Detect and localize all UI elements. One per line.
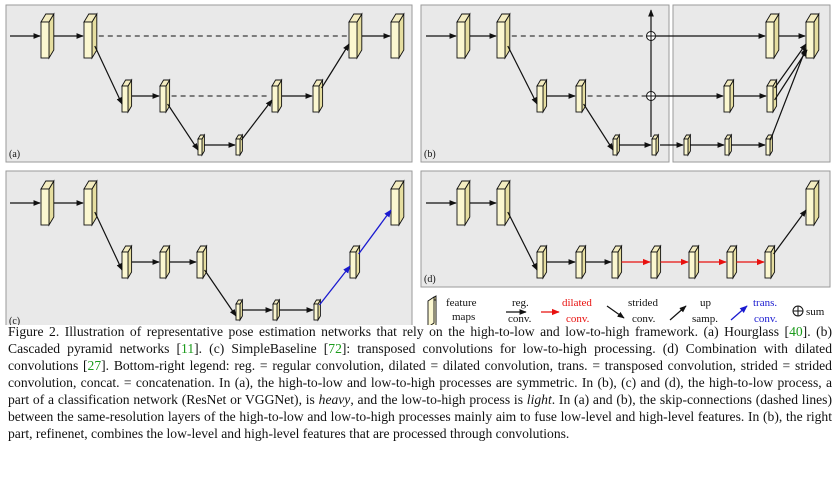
citation-27[interactable]: 27: [87, 358, 102, 373]
b-sum-mid: [646, 91, 656, 101]
panel-a-background: [5, 4, 413, 163]
b-map-5: [612, 133, 621, 157]
d-map-4: [575, 244, 587, 280]
a-down-1: [94, 45, 123, 105]
feature-maps: [40, 12, 820, 322]
b-map-1: [456, 12, 471, 60]
legend-strided-label-2: conv.: [632, 313, 656, 325]
legend-feature-map-icon: [427, 295, 437, 325]
citation-72[interactable]: 72: [328, 341, 342, 356]
b-sum-top: [646, 31, 656, 41]
d-down-1: [507, 211, 538, 271]
figure-diagram: (a) (b) (c) (d) feature maps reg. conv. …: [5, 4, 831, 325]
figure-caption: Figure 2. Illustration of representative…: [8, 323, 832, 442]
d-map-6: [650, 244, 662, 280]
b-down-1: [507, 45, 538, 105]
legend: feature maps reg. conv. dilated conv. st…: [427, 295, 825, 325]
b-refine-up-2: [774, 43, 807, 89]
legend-trans-label-1: trans.: [753, 297, 777, 309]
legend-trans-label-2: conv.: [754, 313, 778, 325]
legend-reg-label-2: conv.: [508, 313, 532, 325]
b-refine-map-1: [765, 12, 780, 60]
c-down-2: [204, 269, 237, 317]
c-map-2: [83, 179, 98, 227]
d-map-9: [764, 244, 776, 280]
b-refine-map-5: [724, 133, 733, 157]
b-output-map: [805, 12, 820, 60]
legend-feature-label-1: feature: [446, 297, 477, 309]
a-map-10: [390, 12, 405, 60]
b-down-2: [583, 103, 614, 151]
b-map-2: [496, 12, 511, 60]
c-map-5: [196, 244, 208, 280]
c-map-1: [40, 179, 55, 227]
legend-reg-label-1: reg.: [512, 297, 529, 309]
a-up-2: [321, 43, 350, 89]
c-map-9: [349, 244, 361, 280]
panel-c-background: [5, 170, 413, 325]
c-map-6: [235, 298, 244, 322]
a-up-1: [240, 99, 273, 141]
caption-paragraph: Figure 2. Illustration of representative…: [8, 324, 833, 441]
d-map-7: [688, 244, 700, 280]
c-down-1: [94, 211, 123, 271]
panel-label-d: (d): [424, 274, 436, 285]
c-map-4: [159, 244, 171, 280]
legend-feature-label-2: maps: [452, 311, 475, 323]
d-up-1: [773, 209, 807, 255]
legend-sum-label: sum: [806, 306, 825, 318]
b-map-3: [536, 78, 548, 114]
legend-dilated-label-1: dilated: [562, 297, 592, 309]
connections: [10, 9, 808, 317]
d-map-1: [456, 179, 471, 227]
d-output-map: [805, 179, 820, 227]
c-map-3: [121, 244, 133, 280]
legend-strided-conv-arrow: [606, 305, 625, 319]
legend-strided-label-1: strided: [628, 297, 658, 309]
a-map-9: [348, 12, 363, 60]
b-refine-up-4: [774, 49, 808, 101]
d-map-8: [726, 244, 738, 280]
d-map-3: [536, 244, 548, 280]
a-map-1: [40, 12, 55, 60]
c-trans-2: [358, 209, 392, 255]
a-map-7: [271, 78, 283, 114]
legend-up-label-2: samp.: [692, 313, 718, 325]
panel-label-c: (c): [9, 316, 20, 325]
b-map-4: [575, 78, 587, 114]
panel-d-background: [420, 170, 831, 288]
d-map-2: [496, 179, 511, 227]
c-map-10: [390, 179, 405, 227]
b-refine-map-4: [683, 133, 692, 157]
a-map-6: [235, 133, 244, 157]
legend-up-label-1: up: [700, 297, 712, 309]
d-map-5: [611, 244, 623, 280]
citation-11[interactable]: 11: [181, 341, 195, 356]
b-refine-up-3: [769, 47, 807, 141]
panel-b-right-background: [672, 4, 831, 163]
a-down-2: [167, 103, 199, 151]
a-map-2: [83, 12, 98, 60]
c-map-8: [313, 298, 322, 322]
b-refine-map-3: [766, 78, 778, 114]
legend-up-samp-arrow: [669, 305, 687, 321]
legend-trans-conv-arrow: [730, 305, 748, 321]
citation-40[interactable]: 40: [789, 324, 803, 339]
c-trans-1: [318, 265, 351, 306]
a-map-3: [121, 78, 133, 114]
legend-sum-icon: [792, 305, 804, 317]
a-map-4: [159, 78, 171, 114]
b-refine-map-2: [723, 78, 735, 114]
a-map-8: [312, 78, 324, 114]
legend-dilated-label-2: conv.: [566, 313, 590, 325]
panel-label-b: (b): [424, 149, 436, 160]
panel-label-a: (a): [9, 149, 20, 160]
a-map-5: [197, 133, 206, 157]
b-map-6: [651, 133, 660, 157]
c-map-7: [272, 298, 281, 322]
